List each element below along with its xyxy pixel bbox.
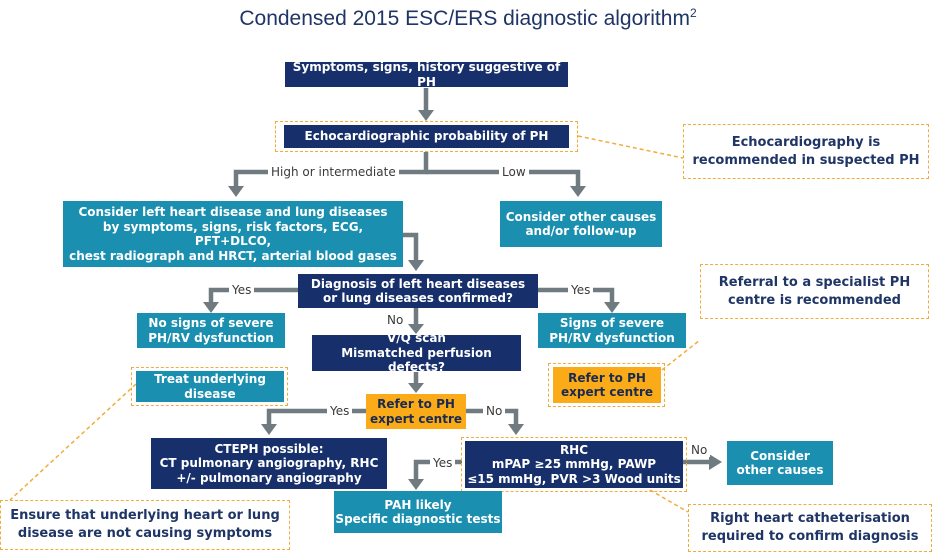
dashed-rhc-note: [649, 489, 689, 513]
no-signs-severe-box: No signs of severe PH/RV dysfunction: [137, 313, 285, 348]
label-yes-right: Yes: [568, 283, 594, 297]
rhc-box: RHC mPAP ≥25 mmHg, PAWP ≤15 mmHg, PVR >3…: [465, 441, 683, 488]
label-no-other: No: [688, 443, 711, 457]
arrow-left-diagnosis: [403, 232, 419, 262]
label-yes-pah: Yes: [430, 456, 456, 470]
title-reference: 2: [689, 6, 697, 20]
diagnosis-question-box: Diagnosis of left heart diseases or lung…: [298, 274, 538, 308]
symptoms-box: Symptoms, signs, history suggestive of P…: [285, 60, 568, 89]
arrow-split-low: [426, 169, 581, 188]
consider-left-heart-box: Consider left heart disease and lung dis…: [63, 201, 403, 267]
refer-expert-right-box: Refer to PH expert centre: [553, 367, 661, 403]
label-yes-cteph: Yes: [327, 404, 353, 418]
treat-underlying-box: Treat underlying disease: [136, 371, 284, 402]
arrow-no-rhc: [466, 408, 519, 426]
echo-highlight: [275, 121, 578, 152]
rhc-highlight: [461, 437, 687, 492]
cteph-box: CTEPH possible: CT pulmonary angiography…: [151, 438, 387, 489]
dashed-treat-ensure: [9, 383, 137, 501]
title-text: Condensed 2015 ESC/ERS diagnostic algori…: [239, 7, 690, 30]
rhc-confirm-note: Right heart catheterisation required to …: [688, 504, 932, 552]
arrow-yes-left: [208, 287, 298, 304]
dashed-refer-note: [661, 339, 701, 371]
label-no-vq: No: [384, 313, 407, 327]
consider-other-causes-box: Consider other causes and/or follow-up: [500, 201, 662, 247]
referral-recommendation-note: Referral to a specialist PH centre is re…: [700, 264, 929, 319]
refer-expert-centre-box: Refer to PH expert centre: [366, 394, 466, 429]
treat-highlight: [131, 367, 288, 406]
label-no-rhc: No: [483, 404, 506, 418]
diagram-title: Condensed 2015 ESC/ERS diagnostic algori…: [0, 6, 936, 31]
pah-likely-box: PAH likely Specific diagnostic tests: [334, 491, 502, 533]
signs-severe-box: Signs of severe PH/RV dysfunction: [538, 313, 686, 348]
label-yes-left: Yes: [229, 283, 255, 297]
dashed-echo-note: [577, 135, 684, 159]
ensure-underlying-note: Ensure that underlying heart or lung dis…: [0, 500, 290, 550]
label-low: Low: [499, 165, 529, 179]
arrow-yes-right: [538, 287, 615, 304]
echo-probability-box: Echocardiographic probability of PH: [284, 125, 569, 148]
consider-other-causes-2-box: Consider other causes: [727, 441, 833, 485]
echo-recommendation-note: Echocardiography is recommended in suspe…: [683, 124, 929, 179]
refer-right-highlight: [548, 363, 665, 407]
label-high-intermediate: High or intermediate: [268, 165, 399, 179]
vq-scan-box: V/Q scan Mismatched perfusion defects?: [312, 331, 521, 374]
